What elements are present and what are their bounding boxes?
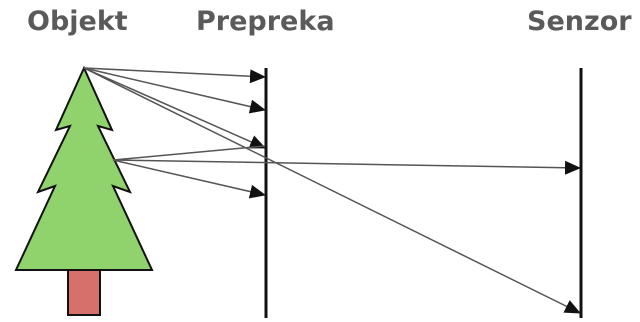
tree-foliage	[14, 65, 154, 271]
ray-mid-2	[112, 159, 266, 199]
ray-top-3	[83, 67, 266, 149]
ray-top-2	[83, 67, 266, 114]
ray-top-to-sensor	[83, 67, 581, 314]
ray-mid-1	[112, 145, 266, 161]
object-label: Objekt	[27, 6, 128, 37]
ray-mid-to-sensor	[112, 159, 581, 175]
obstacle-label: Prepreka	[196, 6, 335, 37]
ray-top-1	[83, 67, 266, 84]
sensor-label: Senzor	[527, 6, 632, 37]
tree-trunk	[67, 269, 101, 316]
